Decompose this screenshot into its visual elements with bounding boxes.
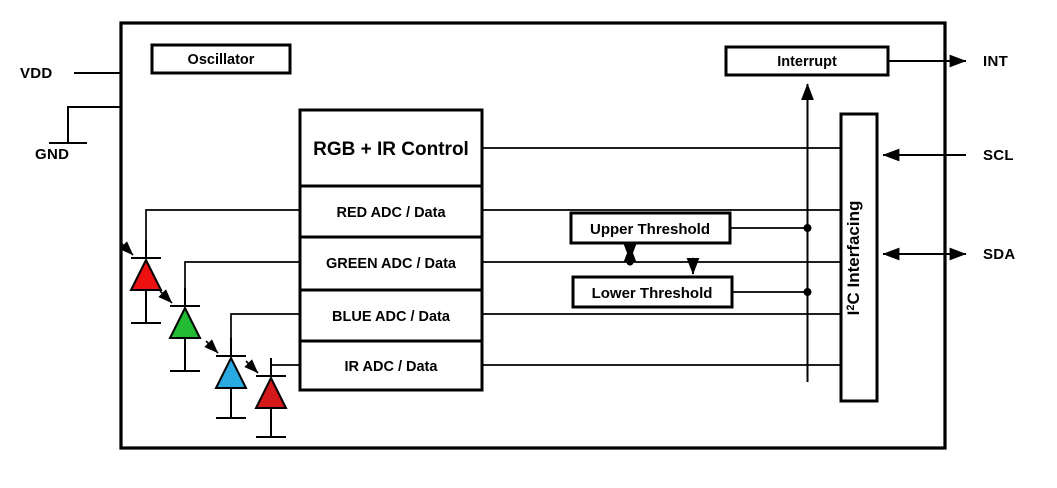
lower-threshold-junction-dot xyxy=(803,288,812,296)
lower-threshold-compare-arrow xyxy=(686,257,700,275)
upper-threshold-junction-dot xyxy=(803,224,812,232)
green-photodiode xyxy=(158,288,202,372)
upper-compare-junction-dot xyxy=(626,258,634,266)
vdd-label: VDD xyxy=(20,65,53,82)
blue-light-arrow xyxy=(204,339,219,354)
upper-threshold-to-interrupt-wire xyxy=(730,224,812,232)
int-label: INT xyxy=(983,53,1008,70)
lower-threshold-label: Lower Threshold xyxy=(592,285,713,302)
red-photodiode-wire xyxy=(145,209,300,240)
lower-threshold-block: Lower Threshold xyxy=(571,275,734,309)
i2c-label-superscript: 2 xyxy=(845,305,857,311)
red-photodiode xyxy=(119,240,163,324)
green-photodiode-wire xyxy=(184,261,300,288)
blue-adc-label: BLUE ADC / Data xyxy=(332,309,451,325)
red-adc-label: RED ADC / Data xyxy=(336,205,446,221)
green-light-arrow xyxy=(158,289,173,304)
red-light-arrow xyxy=(119,241,134,256)
sda-label: SDA xyxy=(983,246,1016,263)
blue-photodiode-wire xyxy=(230,313,300,338)
upper-threshold-compare-arrow xyxy=(623,244,637,266)
upper-threshold-block: Upper Threshold xyxy=(569,211,732,245)
upper-threshold-label: Upper Threshold xyxy=(590,221,710,238)
ir-light-arrow xyxy=(244,359,259,374)
i2c-label-prefix: I xyxy=(844,311,863,316)
i2c-interfacing-label: I2C Interfacing xyxy=(844,201,863,316)
interrupt-block: Interrupt xyxy=(724,45,890,77)
scl-label: SCL xyxy=(983,147,1014,164)
ir-photodiode-wire xyxy=(270,358,300,366)
oscillator-label: Oscillator xyxy=(188,52,255,68)
control-adc-stack: RGB + IR Control RED ADC / Data GREEN AD… xyxy=(298,108,484,392)
chip-boundary xyxy=(119,21,947,450)
rgb-ir-control-label: RGB + IR Control xyxy=(313,139,469,160)
interrupt-label: Interrupt xyxy=(777,54,837,70)
blue-photodiode xyxy=(204,338,248,419)
lower-threshold-to-interrupt-wire xyxy=(732,288,812,296)
green-adc-label: GREEN ADC / Data xyxy=(326,256,457,272)
i2c-label-suffix: C Interfacing xyxy=(844,201,863,305)
ir-adc-label: IR ADC / Data xyxy=(345,359,439,375)
gnd-net xyxy=(49,106,121,144)
ir-photodiode xyxy=(244,358,288,438)
oscillator-block: Oscillator xyxy=(150,43,292,75)
gnd-label: GND xyxy=(35,146,69,163)
i2c-interfacing-block: I2C Interfacing xyxy=(839,112,879,403)
